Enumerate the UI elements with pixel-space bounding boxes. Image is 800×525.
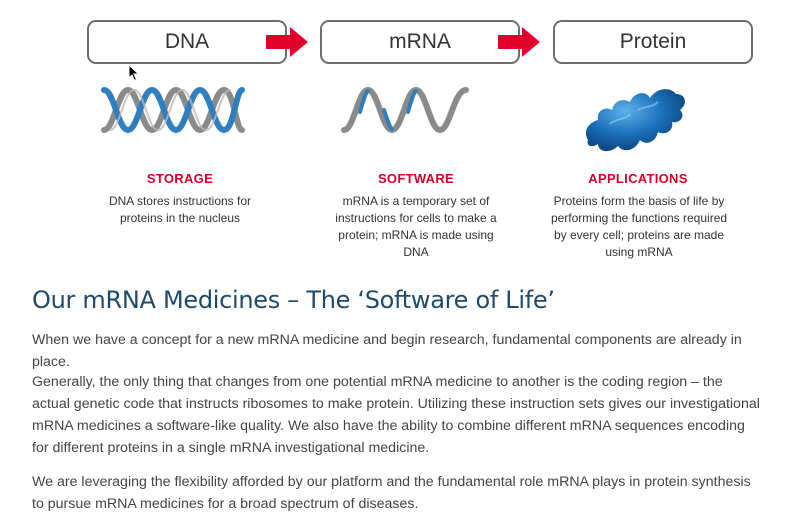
- right-arrow-icon: [266, 27, 308, 57]
- protein-blob-icon: [585, 89, 685, 152]
- dna-helix-icon: [101, 86, 245, 134]
- section-heading: Our mRNA Medicines – The ‘Software of Li…: [32, 286, 555, 314]
- software-description: mRNA is a temporary set of instructions …: [335, 194, 497, 259]
- mrna-strand-icon: [341, 86, 469, 134]
- mrna-box-label: mRNA: [389, 30, 451, 53]
- dna-box-label: DNA: [164, 30, 210, 53]
- protein-box-label: Protein: [619, 30, 687, 53]
- platform-paragraph: We are leveraging the flexibility afford…: [32, 474, 751, 512]
- applications-description: Proteins form the basis of life by perfo…: [550, 194, 728, 259]
- storage-description: DNA stores instructions for proteins in …: [108, 194, 252, 225]
- dna-box: DNA: [87, 20, 287, 64]
- mrna-box: mRNA: [320, 20, 520, 64]
- mouse-cursor-icon: [128, 64, 140, 82]
- protein-box: Protein: [553, 20, 753, 64]
- intro-paragraph: When we have a concept for a new mRNA me…: [32, 332, 742, 370]
- coding-region-paragraph: Generally, the only thing that changes f…: [32, 374, 760, 456]
- applications-title: APPLICATIONS: [588, 171, 688, 186]
- storage-title: STORAGE: [146, 171, 214, 186]
- right-arrow-icon: [498, 27, 540, 57]
- software-title: SOFTWARE: [377, 171, 455, 186]
